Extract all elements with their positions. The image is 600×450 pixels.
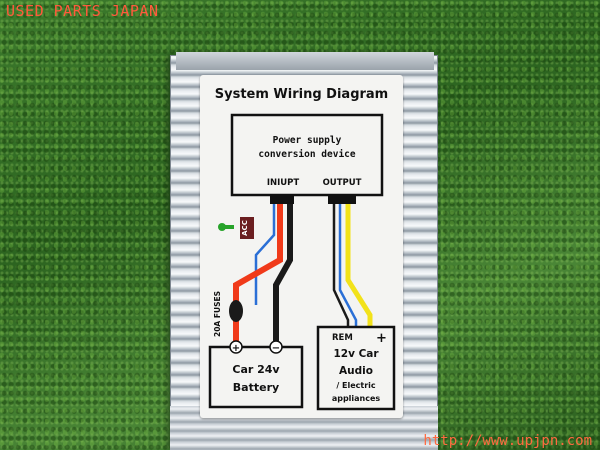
heatsink-top-edge	[176, 52, 434, 70]
acc-badge	[240, 217, 254, 239]
output-label: OUTPUT	[323, 178, 362, 188]
label-title: System Wiring Diagram	[214, 87, 389, 102]
battery-text-1: Car 24v	[232, 363, 280, 376]
audio-text-2: Audio	[339, 365, 373, 377]
device-box	[230, 113, 384, 197]
acc-text: ACC	[241, 220, 249, 236]
svg-text:−: −	[272, 343, 280, 354]
input-label: INIUPT	[267, 178, 300, 188]
battery-text-2: Battery	[233, 381, 279, 394]
device-text-1: Power supply	[273, 135, 342, 146]
audio-rem: REM	[332, 333, 353, 343]
audio-plus: +	[376, 331, 387, 346]
battery-box	[208, 345, 304, 409]
watermark-top: USED PARTS JAPAN	[6, 2, 159, 20]
output-connector	[328, 195, 356, 204]
audio-text-4: appliances	[332, 394, 381, 403]
watermark-url: http://www.upjpn.com	[423, 433, 592, 449]
output-yellow-wire	[345, 204, 373, 327]
fuses-label: 20A FUSES	[213, 291, 222, 337]
acc-blue-wire	[254, 204, 276, 305]
fuse-icon	[229, 300, 243, 322]
negative-black-wire	[273, 204, 293, 345]
audio-text-1: 12v Car	[333, 348, 379, 360]
wiring-diagram: Power supply conversion device INIUPT OU…	[208, 113, 396, 411]
device-text-2: conversion device	[258, 149, 356, 160]
wiring-label-sticker: System Wiring Diagram Power supply conve…	[200, 75, 403, 418]
input-connector	[270, 195, 294, 204]
output-blue-wire	[338, 204, 358, 327]
battery-plus-terminal	[229, 340, 243, 354]
output-black-wire	[332, 204, 350, 327]
svg-text:+: +	[232, 343, 240, 354]
audio-text-3: / Electric	[336, 381, 376, 390]
battery-minus-terminal	[269, 340, 283, 354]
audio-box	[316, 325, 396, 411]
